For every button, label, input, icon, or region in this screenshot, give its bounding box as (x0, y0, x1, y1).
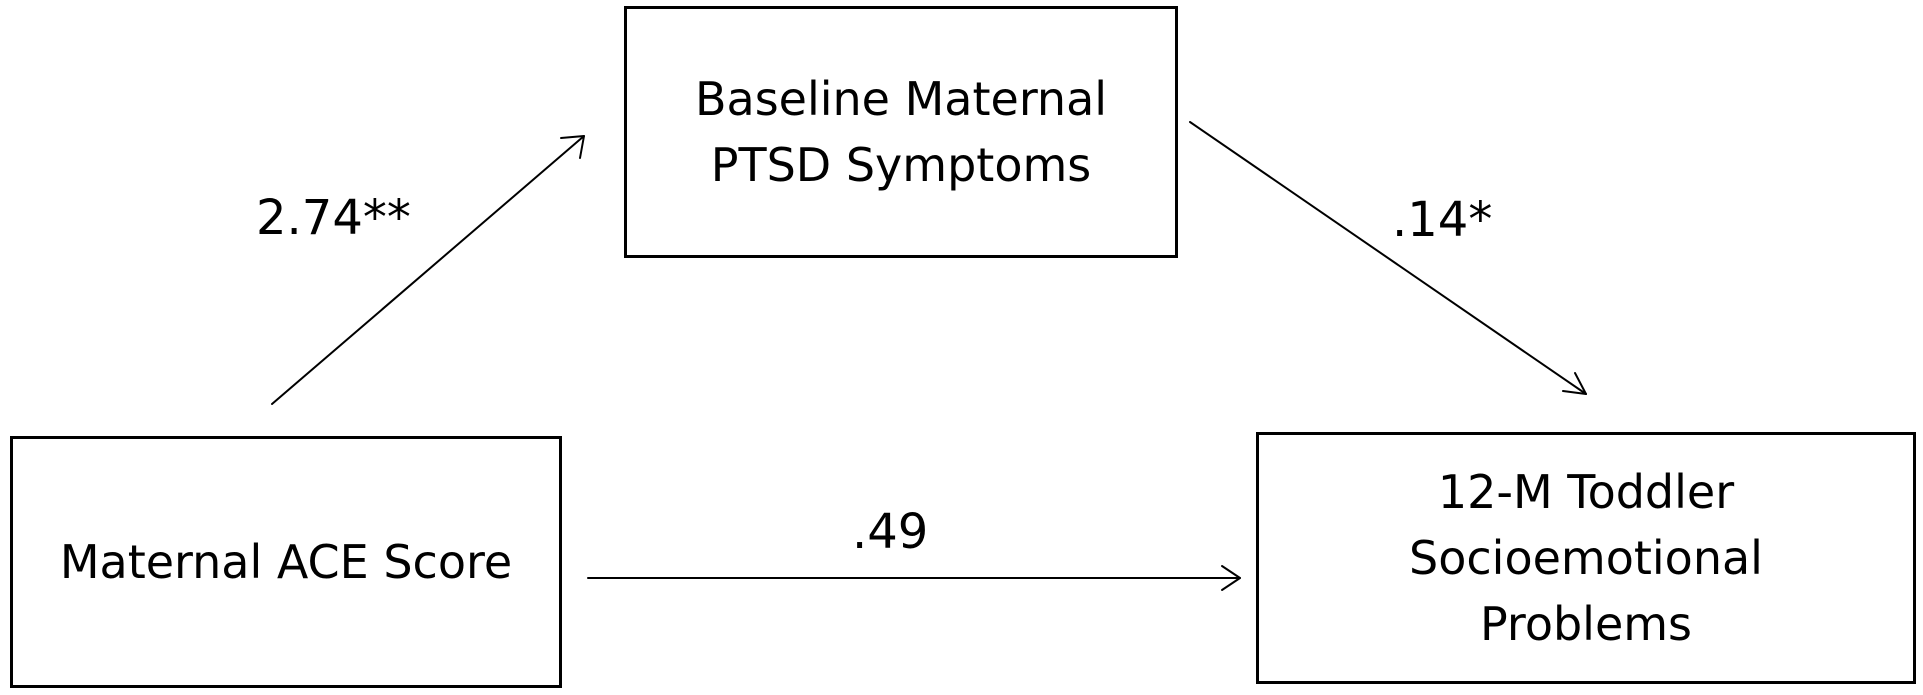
path-a-coefficient: 2.74** (256, 190, 411, 246)
path-c-arrow (587, 565, 1241, 591)
outcome-label-line-3: Problems (1479, 597, 1693, 651)
mediator-box: Baseline Maternal PTSD Symptoms (624, 6, 1178, 258)
path-a-arrow (271, 135, 585, 405)
outcome-box: 12-M Toddler Socioemotional Problems (1256, 432, 1916, 684)
mediator-label-line-1: Baseline Maternal (694, 72, 1108, 126)
predictor-box: Maternal ACE Score (10, 436, 562, 688)
mediator-label-line-2: PTSD Symptoms (710, 138, 1092, 192)
path-b-arrow (1189, 121, 1587, 395)
path-c-coefficient: .49 (852, 504, 929, 560)
outcome-label-line-1: 12-M Toddler (1437, 465, 1735, 519)
outcome-label-line-2: Socioemotional (1409, 531, 1763, 585)
predictor-label: Maternal ACE Score (59, 535, 513, 589)
path-b-coefficient: .14* (1392, 192, 1493, 248)
